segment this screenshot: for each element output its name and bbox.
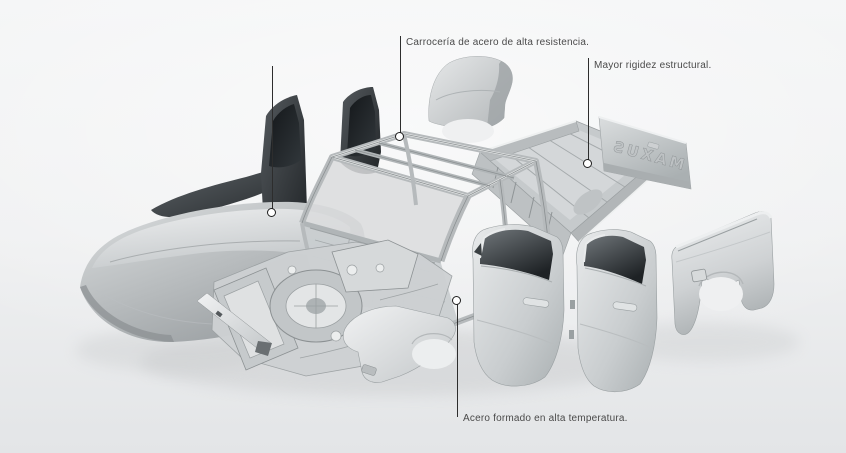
anchor-dot bbox=[267, 208, 276, 217]
fuel-door bbox=[691, 268, 708, 283]
callout-label: Mayor rigidez estructural. bbox=[594, 60, 712, 71]
front-door-glass bbox=[480, 229, 553, 280]
left-front-door-glass bbox=[269, 104, 301, 168]
bedside-outer-panel bbox=[671, 211, 775, 335]
rear-door-handle bbox=[612, 301, 638, 312]
leader-line bbox=[457, 301, 458, 417]
anchor-dot bbox=[583, 159, 592, 168]
rear-door-right bbox=[569, 229, 658, 393]
leader-line bbox=[272, 66, 273, 214]
bumper-beam bbox=[196, 292, 272, 356]
bedside-top-panel bbox=[428, 56, 513, 143]
roof-frame bbox=[329, 131, 539, 199]
leader-line bbox=[588, 58, 589, 164]
front-door-right bbox=[472, 224, 565, 387]
front-door-handle bbox=[522, 297, 550, 308]
anchor-dot bbox=[395, 132, 404, 141]
rear-door-glass bbox=[584, 235, 646, 284]
front-fender-panel bbox=[343, 305, 456, 383]
callout-label: Acero formado en alta temperatura. bbox=[463, 413, 628, 424]
left-rear-door-glass bbox=[347, 95, 376, 157]
shock-tower bbox=[331, 239, 419, 293]
left-front-fender-dark bbox=[151, 170, 274, 218]
tailgate-panel: MAXUS bbox=[598, 116, 692, 190]
anchor-dot bbox=[452, 296, 461, 305]
leader-line bbox=[400, 36, 401, 137]
callout-label: Carrocería de acero de alta resistencia. bbox=[406, 37, 590, 48]
